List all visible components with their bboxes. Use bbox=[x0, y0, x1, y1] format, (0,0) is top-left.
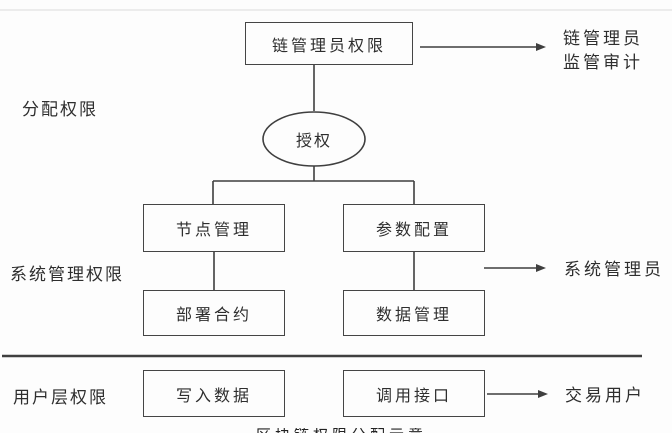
cut-off-caption: 区块链权限分配示意 bbox=[256, 428, 486, 433]
label-user-layer-permission: 用户层权限 bbox=[13, 388, 108, 407]
annotation-chain-admin-audit: 链管理员 监管审计 bbox=[563, 29, 643, 72]
arrowhead-chain-admin bbox=[536, 43, 546, 51]
node-write-data: 写入数据 bbox=[143, 370, 285, 417]
label-system-management-permission: 系统管理权限 bbox=[10, 265, 124, 284]
node-data-management: 数据管理 bbox=[343, 290, 485, 336]
node-authorize: 授权 bbox=[295, 132, 332, 150]
annotation-system-admin: 系统管理员 bbox=[564, 260, 664, 279]
arrowhead-transaction-user bbox=[538, 390, 548, 398]
node-parameter-config: 参数配置 bbox=[343, 204, 485, 252]
node-node-management: 节点管理 bbox=[143, 204, 285, 252]
label-assign-permission: 分配权限 bbox=[22, 100, 98, 119]
arrowhead-system-admin bbox=[536, 264, 546, 272]
node-call-interface: 调用接口 bbox=[343, 370, 485, 417]
node-chain-admin-permission: 链管理员权限 bbox=[245, 22, 413, 65]
node-deploy-contract: 部署合约 bbox=[143, 290, 285, 336]
scan-artifact-band bbox=[0, 9, 672, 11]
annotation-transaction-user: 交易用户 bbox=[565, 386, 645, 405]
